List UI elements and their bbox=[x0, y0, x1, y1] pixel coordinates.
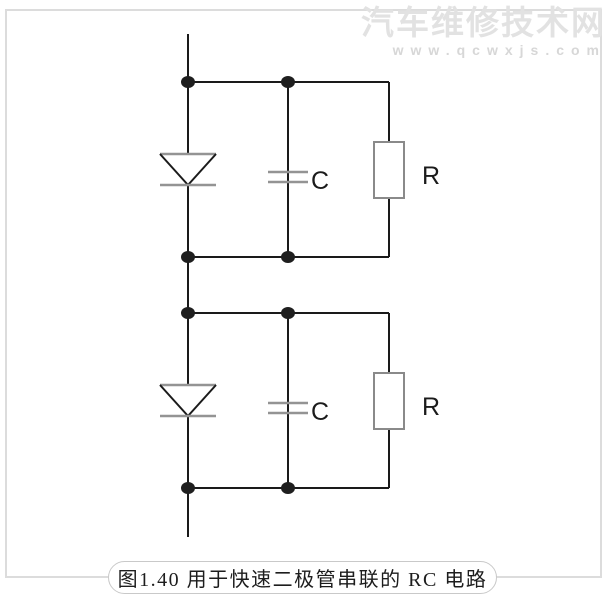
capacitor-label: C bbox=[311, 398, 329, 426]
junction-dot bbox=[281, 307, 295, 319]
watermark-url: www.qcwxjs.com bbox=[392, 42, 606, 58]
resistor-label: R bbox=[422, 393, 440, 421]
rc-snubber-unit-2: C R bbox=[159, 307, 440, 494]
resistor-symbol bbox=[373, 141, 405, 199]
diode-triangle-right-edge bbox=[187, 153, 217, 186]
diode-triangle-left-edge bbox=[159, 153, 189, 186]
capacitor-symbol bbox=[268, 170, 308, 184]
diode-triangle-right-edge bbox=[187, 384, 217, 417]
figure-caption-box: 图1.40 用于快速二极管串联的 RC 电路 bbox=[108, 561, 497, 594]
junction-dot bbox=[181, 307, 195, 319]
junction-dot bbox=[181, 482, 195, 494]
diode-symbol bbox=[159, 383, 217, 418]
capacitor-label: C bbox=[311, 167, 329, 195]
capacitor-symbol bbox=[268, 401, 308, 415]
junction-dot bbox=[181, 76, 195, 88]
junction-dot bbox=[281, 251, 295, 263]
diode-triangle-left-edge bbox=[159, 384, 189, 417]
diode-triangle bbox=[160, 154, 216, 185]
watermark-title: 汽车维修技术网 bbox=[361, 4, 606, 41]
resistor-symbol bbox=[373, 372, 405, 430]
junction-dot bbox=[281, 76, 295, 88]
junction-dot bbox=[281, 482, 295, 494]
watermark: 汽车维修技术网 www.qcwxjs.com bbox=[361, 3, 606, 58]
rc-snubber-unit-1: C R bbox=[159, 76, 440, 263]
diode-symbol bbox=[159, 152, 217, 187]
figure-caption: 图1.40 用于快速二极管串联的 RC 电路 bbox=[117, 569, 488, 591]
diode-triangle bbox=[160, 385, 216, 416]
junction-dot bbox=[181, 251, 195, 263]
resistor-label: R bbox=[422, 162, 440, 190]
